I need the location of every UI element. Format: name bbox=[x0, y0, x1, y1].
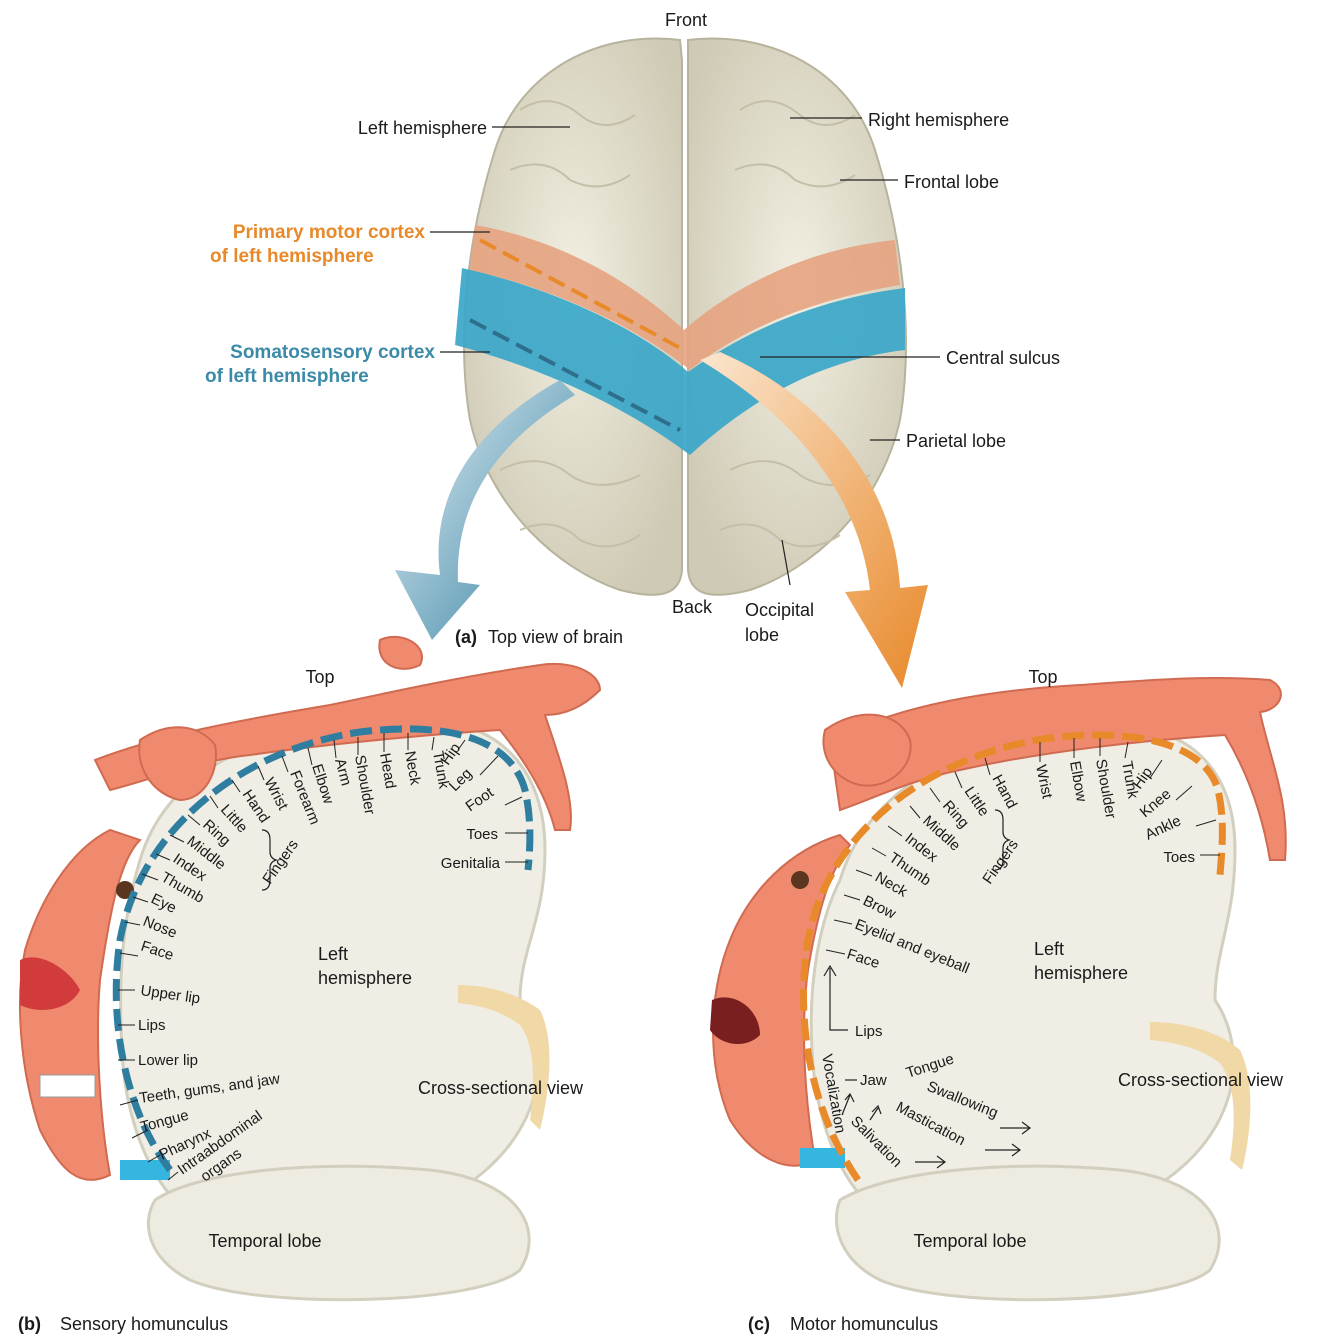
caption-c-letter: (c) bbox=[748, 1314, 770, 1334]
caption-b-letter: (b) bbox=[18, 1314, 41, 1334]
parietal-lobe-label: Parietal lobe bbox=[906, 431, 1006, 451]
sensory-cross-section bbox=[20, 637, 600, 1300]
motor-brain-slice bbox=[811, 725, 1235, 1233]
motor-top-label: Top bbox=[1028, 667, 1057, 687]
central-sulcus-label: Central sulcus bbox=[946, 348, 1060, 368]
left-hemisphere-label: Left hemisphere bbox=[358, 118, 487, 138]
motor-temporal-label: Temporal lobe bbox=[913, 1231, 1026, 1251]
sensory-part-lower-lip: Lower lip bbox=[138, 1052, 198, 1069]
right-hemisphere-label: Right hemisphere bbox=[868, 110, 1009, 130]
caption-b-text: Sensory homunculus bbox=[60, 1314, 228, 1334]
occipital-label-2: lobe bbox=[745, 625, 779, 645]
motor-cortex-label-1: Primary motor cortex bbox=[233, 222, 426, 243]
caption-a-letter: (a) bbox=[455, 627, 477, 647]
caption-a-text: Top view of brain bbox=[488, 627, 623, 647]
somatosensory-label-2: of left hemisphere bbox=[205, 366, 369, 387]
sensory-left-label: Left bbox=[318, 944, 348, 964]
sensory-homunculus-hand bbox=[139, 727, 216, 800]
motor-temporal-lobe bbox=[836, 1166, 1219, 1299]
motor-cortex-label-2: of left hemisphere bbox=[210, 246, 374, 267]
sensory-part-genitalia: Genitalia bbox=[441, 855, 501, 872]
motor-part-jaw: Jaw bbox=[860, 1072, 887, 1089]
motor-cross-section-label: Cross-sectional view bbox=[1118, 1070, 1284, 1090]
back-label: Back bbox=[672, 597, 713, 617]
motor-hemisphere-label: hemisphere bbox=[1034, 963, 1128, 983]
motor-part-toes: Toes bbox=[1163, 849, 1195, 866]
occipital-label-1: Occipital bbox=[745, 600, 814, 620]
caption-c-text: Motor homunculus bbox=[790, 1314, 938, 1334]
sensory-hemisphere-label: hemisphere bbox=[318, 968, 412, 988]
motor-part-lips: Lips bbox=[855, 1023, 883, 1040]
motor-eye bbox=[791, 871, 809, 889]
sensory-top-label: Top bbox=[305, 667, 334, 687]
sensory-part-toes: Toes bbox=[466, 826, 498, 843]
motor-left-label: Left bbox=[1034, 939, 1064, 959]
frontal-lobe-label: Frontal lobe bbox=[904, 172, 999, 192]
motor-cross-section bbox=[710, 678, 1286, 1300]
sensory-teeth bbox=[40, 1075, 95, 1097]
sensory-homunculus-foot bbox=[379, 637, 422, 669]
sensory-temporal-label: Temporal lobe bbox=[208, 1231, 321, 1251]
front-label: Front bbox=[665, 10, 707, 30]
sensory-temporal-lobe bbox=[148, 1166, 529, 1299]
somatosensory-label-1: Somatosensory cortex bbox=[230, 342, 435, 363]
sensory-part-lips: Lips bbox=[138, 1017, 166, 1034]
sensory-cross-section-label: Cross-sectional view bbox=[418, 1078, 584, 1098]
